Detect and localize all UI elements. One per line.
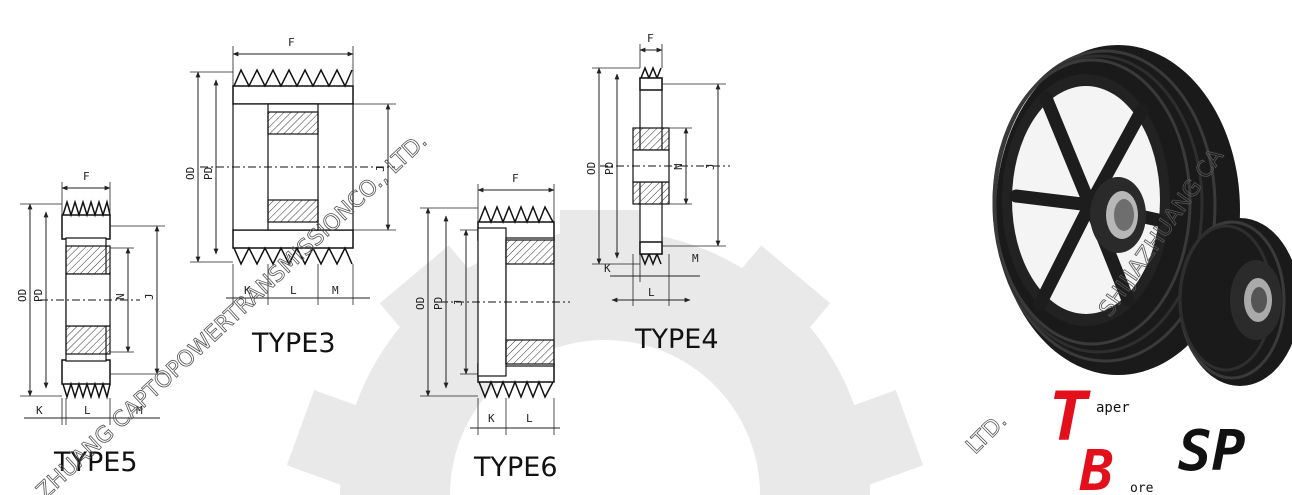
type4-dim-l: L (648, 286, 655, 299)
diagram-type6: F OD PD J K L TYPE6 (414, 172, 570, 483)
type5-dim-k: K (36, 404, 43, 417)
type3-dim-l: L (290, 284, 297, 297)
type5-dim-pd: PD (32, 289, 45, 302)
type6-dim-l: L (526, 412, 533, 425)
type5-dim-od: OD (16, 289, 29, 302)
taper-bore-logo: T aper B ore SP (1048, 378, 1246, 495)
pulley-large-image (992, 45, 1240, 375)
type5-dim-f: F (83, 170, 90, 183)
type5-label: TYPE5 (53, 447, 138, 478)
logo-aper: aper (1096, 400, 1130, 416)
type3-dim-f: F (288, 36, 295, 49)
type4-dim-f: F (647, 32, 654, 45)
type6-dim-pd: PD (432, 297, 445, 310)
type4-label: TYPE4 (634, 324, 719, 355)
type5-dim-l: L (84, 404, 91, 417)
type5-dim-m: M (136, 404, 143, 417)
type3-dim-pd: PD (202, 167, 215, 180)
diagram-type3: F OD PD J K L M TYPE3 (184, 36, 396, 359)
type4-dim-k: K (604, 262, 611, 275)
type6-dim-f: F (512, 172, 519, 185)
type6-dim-od: OD (414, 297, 427, 310)
type5-dim-j: J (143, 293, 156, 300)
type4-dim-j: J (704, 163, 717, 170)
logo-letter-b: B (1079, 439, 1114, 495)
pulley-small-image (1178, 218, 1292, 386)
type6-dim-j: J (452, 299, 465, 306)
type4-dim-od: OD (585, 162, 598, 175)
type4-dim-pd: PD (603, 162, 616, 175)
type6-dim-k: K (488, 412, 495, 425)
logo-ore: ore (1130, 481, 1154, 495)
type3-label: TYPE3 (251, 328, 336, 359)
gear-watermark (286, 210, 924, 495)
watermark-line3: LTD. (962, 409, 1013, 460)
logo-spa: SP (1178, 419, 1246, 484)
type3-dim-k: K (244, 284, 251, 297)
type4-dim-n: N (672, 163, 685, 170)
type4-dim-m: M (692, 252, 699, 265)
diagram-type4: F OD PD N J K L M TYPE4 (585, 32, 730, 355)
logo-letter-t: T (1048, 378, 1091, 457)
type3-dim-m: M (332, 284, 339, 297)
diagram-type5: F OD PD N J K L M TYPE5 (16, 170, 165, 478)
type3-dim-j: J (374, 165, 387, 172)
type5-dim-n: N (114, 293, 127, 300)
type3-dim-od: OD (184, 167, 197, 180)
type6-label: TYPE6 (473, 452, 558, 483)
